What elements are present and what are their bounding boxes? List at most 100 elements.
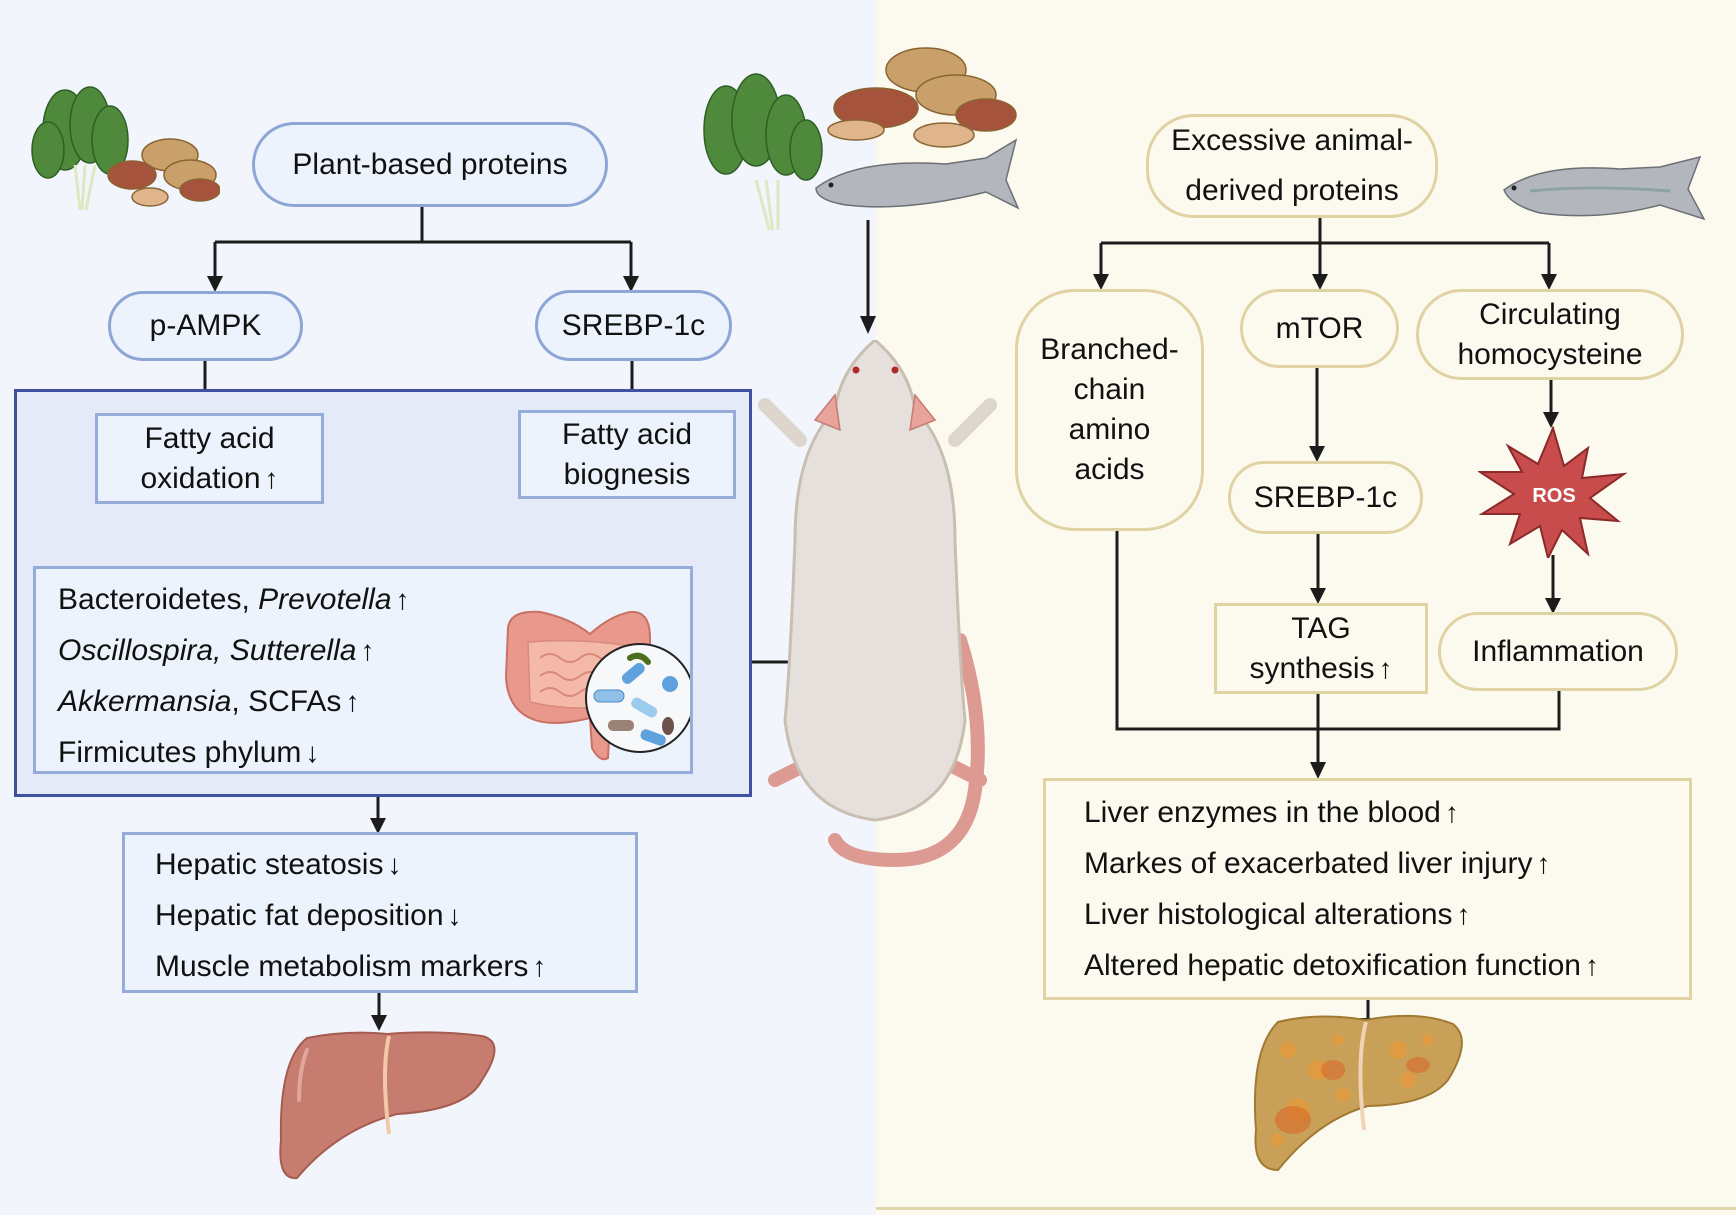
outcome-item: Altered hepatic detoxification function↑ — [1084, 940, 1689, 991]
ros-burst-icon: ROS — [1478, 426, 1628, 558]
microbiome-item: Firmicutes phylum↓ — [58, 727, 690, 778]
item-text: , SCFAs — [231, 685, 342, 718]
srebp-right-node: SREBP-1c — [1228, 461, 1423, 534]
bcaa-line: chain — [1073, 373, 1146, 406]
arrowhead — [1312, 274, 1328, 290]
microbiome-item: Akkermansia, SCFAs↑ — [58, 676, 690, 727]
down-arrow-icon: ↓ — [447, 900, 462, 931]
arrowhead — [1310, 762, 1326, 779]
arrowhead — [371, 1015, 387, 1031]
connector-plant-split — [213, 207, 633, 276]
up-arrow-icon: ↑ — [1378, 652, 1393, 684]
fatty-liver-icon — [1253, 1014, 1463, 1172]
up-arrow-icon: ↑ — [395, 584, 410, 615]
up-arrow-icon: ↑ — [1444, 797, 1459, 828]
animal-outcome-list: Liver enzymes in the blood↑Markes of exa… — [1084, 787, 1689, 991]
fa-oxidation-line2: oxidation↑ — [140, 461, 279, 495]
up-arrow-icon: ↑ — [345, 686, 360, 717]
arrowhead — [1543, 412, 1559, 428]
arrowhead — [207, 276, 223, 292]
outcome-item: Hepatic steatosis↓ — [155, 839, 635, 890]
taxon-name: Akkermansia — [58, 685, 232, 718]
plant-proteins-label: Plant-based proteins — [292, 147, 568, 181]
item-text: Bacteroidetes, — [58, 583, 259, 616]
healthy-liver-icon — [279, 1031, 496, 1180]
animal-proteins-line1: Excessive animal- — [1171, 124, 1413, 157]
arrowhead — [860, 316, 876, 334]
arrowhead — [1541, 274, 1557, 290]
fa-oxidation-line1: Fatty acid — [144, 421, 275, 455]
up-arrow-icon: ↑ — [1584, 950, 1599, 981]
outcome-text: Muscle metabolism markers — [155, 950, 529, 983]
p-ampk-node: p-AMPK — [108, 291, 303, 361]
outcome-text: Hepatic steatosis — [155, 848, 384, 881]
inflammation-node: Inflammation — [1438, 612, 1678, 691]
p-ampk-label: p-AMPK — [149, 309, 262, 342]
homocysteine-line2: homocysteine — [1457, 337, 1643, 371]
animal-outcome-box: Liver enzymes in the blood↑Markes of exa… — [1043, 778, 1692, 1000]
outcome-item: Muscle metabolism markers↑ — [155, 941, 635, 992]
arrowhead — [1309, 446, 1325, 462]
bcaa-node: Branched-chain amino acids — [1015, 289, 1204, 531]
plant-proteins-node: Plant-based proteins — [252, 122, 608, 207]
outcome-text: Hepatic fat deposition — [155, 899, 444, 932]
srebp-left-label: SREBP-1c — [561, 308, 706, 342]
outcome-item: Liver histological alterations↑ — [1084, 889, 1689, 940]
spinach-peanuts-icon — [31, 86, 220, 211]
animal-proteins-line2: derived proteins — [1185, 174, 1399, 207]
up-arrow-icon: ↑ — [360, 635, 375, 666]
bcaa-line: acids — [1074, 453, 1145, 486]
srebp-right-label: SREBP-1c — [1253, 480, 1398, 514]
outcome-text: Markes of exacerbated liver injury — [1084, 847, 1533, 880]
bcaa-label: Branched-chain amino acids — [1040, 330, 1178, 490]
connector-join — [1115, 531, 1561, 731]
bcaa-line: amino — [1068, 413, 1151, 446]
gut-microbiota-icon — [504, 610, 690, 761]
mtor-node: mTOR — [1240, 289, 1399, 368]
rat-icon — [758, 340, 997, 868]
microbiome-list: Bacteroidetes, Prevotella↑Oscillospira, … — [58, 574, 690, 778]
mtor-label: mTOR — [1275, 311, 1364, 345]
arrowhead — [1093, 274, 1109, 290]
fa-biognesis-line2: biognesis — [563, 457, 691, 491]
microbiome-item: Oscillospira, Sutterella↑ — [58, 625, 690, 676]
outcome-item: Liver enzymes in the blood↑ — [1084, 787, 1689, 838]
plant-outcome-box: Hepatic steatosis↓Hepatic fat deposition… — [122, 832, 638, 993]
arrowhead — [370, 818, 386, 834]
item-text: Firmicutes phylum — [58, 736, 302, 769]
animal-proteins-node: Excessive animal- derived proteins — [1146, 114, 1438, 218]
outcome-text: Liver histological alterations — [1084, 898, 1453, 931]
outcome-item: Hepatic fat deposition↓ — [155, 890, 635, 941]
microbiome-item: Bacteroidetes, Prevotella↑ — [58, 574, 690, 625]
tag-line2: synthesis↑ — [1249, 651, 1393, 685]
outcome-text: Liver enzymes in the blood — [1084, 796, 1441, 829]
outcome-item: Markes of exacerbated liver injury↑ — [1084, 838, 1689, 889]
homocysteine-line1: Circulating — [1479, 297, 1621, 331]
ros-label: ROS — [1532, 485, 1575, 507]
connector-animal-split — [1099, 218, 1551, 274]
panel-bottom-rule — [876, 1207, 1736, 1210]
arrowhead — [623, 276, 639, 292]
up-arrow-icon: ↑ — [1536, 848, 1551, 879]
down-arrow-icon: ↓ — [387, 849, 402, 880]
up-arrow-icon: ↑ — [264, 462, 279, 494]
taxon-name: Prevotella — [258, 583, 392, 616]
fa-biognesis-line1: Fatty acid — [561, 417, 693, 451]
up-arrow-icon: ↑ — [532, 951, 547, 982]
homocysteine-node: Circulating homocysteine — [1416, 289, 1684, 380]
fa-oxidation-box: Fatty acid oxidation↑ — [95, 413, 324, 504]
taxon-name: Oscillospira, Sutterella — [58, 634, 357, 667]
inflammation-label: Inflammation — [1472, 634, 1644, 668]
plant-outcome-list: Hepatic steatosis↓Hepatic fat deposition… — [155, 839, 635, 992]
tag-line1: TAG — [1291, 611, 1351, 645]
down-arrow-icon: ↓ — [305, 737, 320, 768]
tag-box: TAG synthesis↑ — [1214, 603, 1428, 694]
arrowhead — [1310, 588, 1326, 604]
arrowhead — [1545, 598, 1561, 614]
srebp-left-node: SREBP-1c — [535, 290, 732, 361]
outcome-text: Altered hepatic detoxification function — [1084, 949, 1581, 982]
up-arrow-icon: ↑ — [1456, 899, 1471, 930]
microbiome-box: Bacteroidetes, Prevotella↑Oscillospira, … — [33, 566, 693, 774]
fa-biognesis-box: Fatty acid biognesis — [518, 410, 736, 499]
bcaa-line: Branched- — [1040, 333, 1179, 366]
